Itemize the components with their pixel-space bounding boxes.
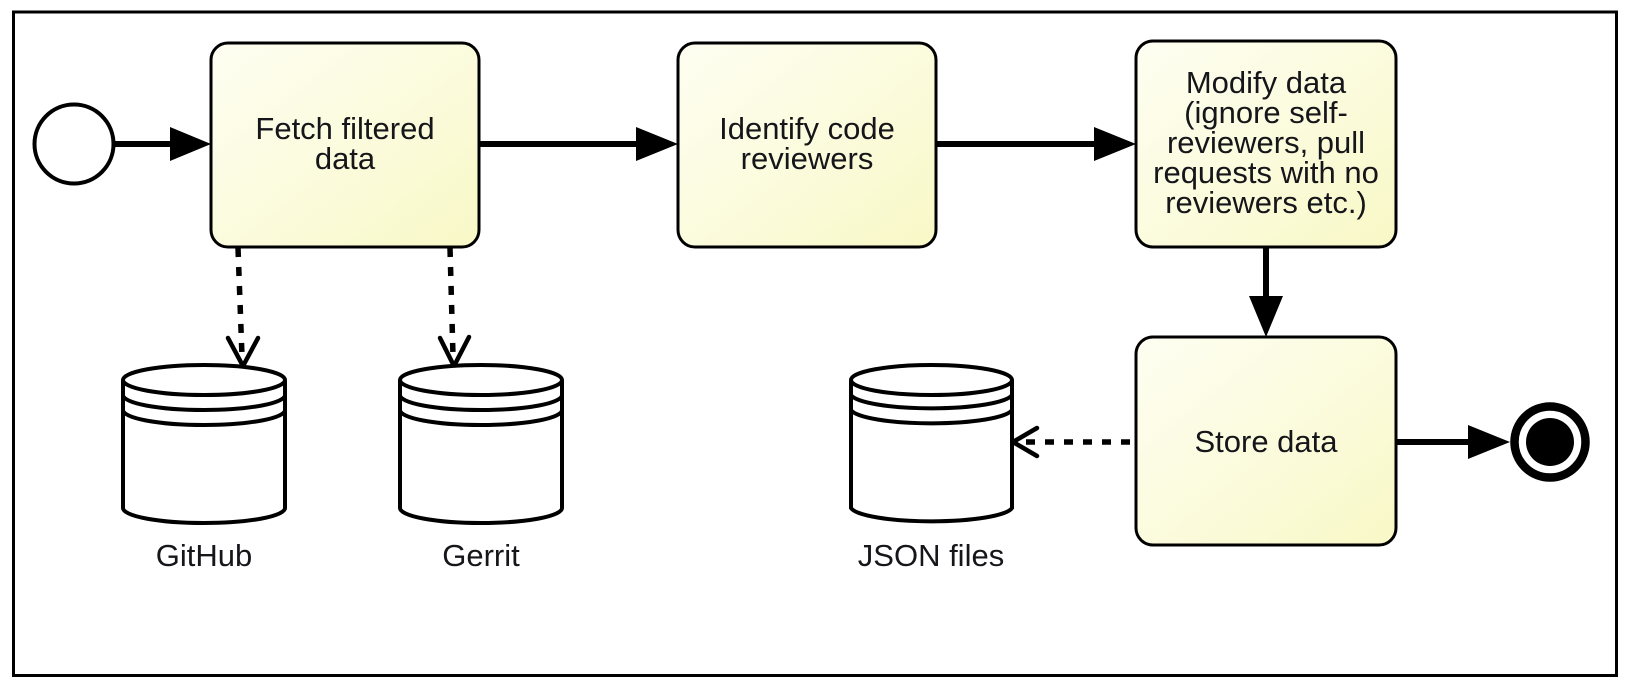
task-identify-label-line1: Identify code xyxy=(719,111,895,146)
task-modify-label-line4: requests with no xyxy=(1153,155,1379,190)
sequence-flow-fetch-to-identify xyxy=(479,127,678,161)
task-fetch-filtered-data: Fetch filtered data xyxy=(209,41,481,249)
sequence-flow-modify-to-store xyxy=(1249,247,1283,337)
task-store-label: Store data xyxy=(1194,424,1338,459)
start-event xyxy=(32,102,116,186)
task-identify-code-reviewers: Identify code reviewers xyxy=(676,41,938,249)
task-fetch-label-line2: data xyxy=(315,141,376,176)
end-event-inner-circle xyxy=(1526,418,1574,466)
sequence-flow-start-to-fetch xyxy=(113,127,211,161)
task-modify-label-line5: reviewers etc.) xyxy=(1165,185,1367,220)
end-event xyxy=(1510,402,1590,482)
task-modify-label-line2: (ignore self- xyxy=(1184,95,1348,130)
data-store-github-label: GitHub xyxy=(156,538,252,573)
task-modify-label-line3: reviewers, pull xyxy=(1167,125,1365,160)
data-store-json-files: JSON files xyxy=(849,363,1014,573)
task-fetch-label-line1: Fetch filtered xyxy=(255,111,434,146)
sequence-flow-identify-to-modify xyxy=(936,127,1136,161)
task-identify-label-line2: reviewers xyxy=(741,141,874,176)
task-modify-label-line1: Modify data xyxy=(1186,65,1347,100)
task-modify-data: Modify data (ignore self- reviewers, pul… xyxy=(1134,39,1398,249)
data-store-github: GitHub xyxy=(121,363,287,573)
data-store-gerrit: Gerrit xyxy=(398,363,564,573)
data-store-json-files-label: JSON files xyxy=(858,538,1004,573)
task-store-data: Store data xyxy=(1134,335,1398,547)
data-store-gerrit-label: Gerrit xyxy=(442,538,520,573)
sequence-flow-store-to-end xyxy=(1396,425,1510,459)
